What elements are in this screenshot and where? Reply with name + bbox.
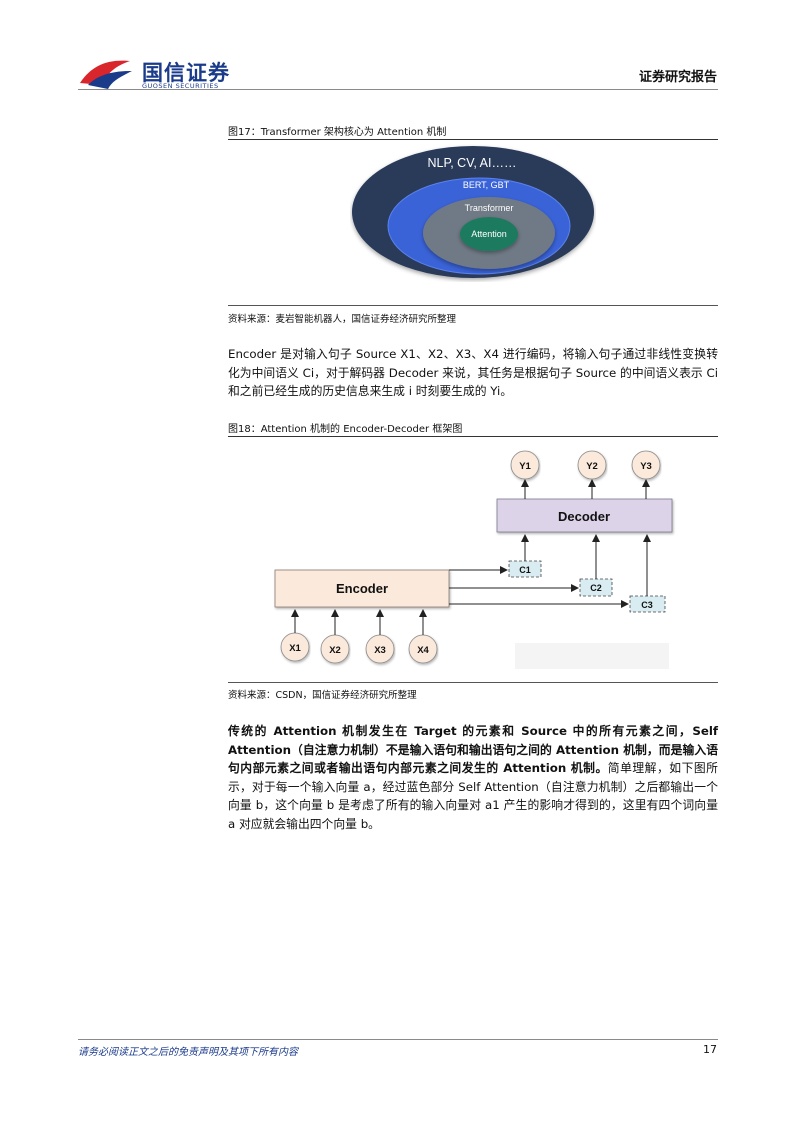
svg-text:X3: X3 [374,645,386,656]
context-c2: C2 [579,534,613,597]
layer-green-ellipse [460,217,518,251]
footer-disclaimer: 请务必阅读正文之后的免责声明及其项下所有内容 [78,1047,298,1058]
input-x2: X2 [320,609,350,664]
figure17-top-rule [228,139,718,140]
input-x3: X3 [365,609,395,664]
decoder-label: Decoder [558,509,610,524]
figure18-top-rule [228,436,718,437]
svg-text:Y2: Y2 [586,461,598,472]
figure17-source: 资料来源：麦岩智能机器人，国信证券经济研究所整理 [228,314,457,325]
self-attention-normal-text: 简单理解，如下图所示，对于每一个输入向量 a，经过蓝色部分 Self Atten… [228,761,718,831]
figure18-source: 资料来源：CSDN，国信证券经济研究所整理 [228,690,417,701]
svg-text:X1: X1 [289,643,301,654]
paragraph-self-attention: 传统的 Attention 机制发生在 Target 的元素和 Source 中… [228,722,718,833]
report-type-label: 证券研究报告 [638,70,717,85]
self-attention-bold-text: 传统的 Attention 机制发生在 Target 的元素和 Source 中… [228,724,718,775]
layer-label-nlp: NLP, CV, AI…… [428,156,517,170]
figure17-bottom-rule [228,305,718,306]
input-x1: X1 [280,609,310,662]
footer-divider [78,1039,718,1040]
svg-text:C1: C1 [519,565,531,575]
svg-text:X2: X2 [329,645,341,656]
figure18-bottom-rule [228,682,718,683]
output-y1: Y1 [510,450,540,499]
context-c3: C3 [629,534,666,613]
figure18-encoder-decoder-diagram: Decoder Y1 Y2 Y3 C1 C2 [228,440,718,682]
decoder-box [496,498,673,533]
output-y2: Y2 [577,450,607,499]
header-divider [78,89,718,90]
paragraph-encoder-text: Encoder 是对输入句子 Source X1、X2、X3、X4 进行编码，将… [228,347,718,398]
output-y3: Y3 [631,450,661,499]
layer-label-transformer: Transformer [465,203,514,213]
input-x4: X4 [408,609,438,664]
svg-text:C3: C3 [641,600,653,610]
paragraph-encoder-intro: Encoder 是对输入句子 Source X1、X2、X3、X4 进行编码，将… [228,345,718,401]
figure17-caption: 图17：Transformer 架构核心为 Attention 机制 [228,127,447,138]
svg-text:C2: C2 [590,583,602,593]
figure17-nested-ellipses: NLP, CV, AI…… BERT, GBT Transformer Atte… [350,144,596,286]
encoder-label: Encoder [336,581,388,596]
watermark-block [515,643,669,669]
page-number: 17 [703,1043,717,1056]
svg-text:Y1: Y1 [519,461,531,472]
brand-name-en: GUOSEN SECURITIES [142,82,219,90]
encoder-box [274,569,450,608]
figure18-caption: 图18：Attention 机制的 Encoder-Decoder 框架图 [228,424,463,435]
svg-text:X4: X4 [417,645,429,656]
layer-label-bert: BERT, GBT [463,180,510,190]
brand-name-cn: 国信证券 [142,61,230,85]
svg-text:Y3: Y3 [640,461,652,472]
layer-label-attention: Attention [471,229,507,239]
brand-logo-icon [78,55,138,95]
context-c1: C1 [508,534,542,578]
